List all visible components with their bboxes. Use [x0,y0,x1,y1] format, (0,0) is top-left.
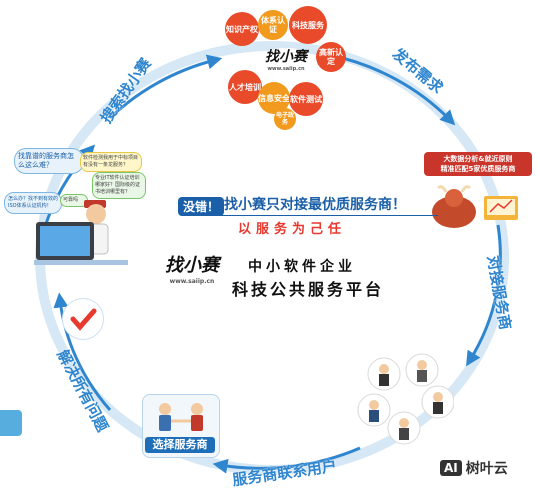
service-bubble: 高新认定 [316,42,346,72]
bigdata-banner: 大数据分析&就近原则 精准匹配5家优质服务商 [424,152,532,176]
center-divider [218,215,438,216]
platform-line1: 中小软件企业 [248,259,356,275]
provider-people-cluster [354,352,455,448]
platform-line2: 科技公共服务平台 [232,280,385,299]
service-bubble: 体系认证 [258,10,288,40]
service-bubble: 电子政务 [274,108,296,130]
select-provider-box: 选择服务商 [142,394,220,458]
center-logo: 找小赛 www.saiip.cn [160,254,224,294]
top-logo-text: 找小赛 [265,49,307,65]
center-logo-text: 找小赛 [165,255,219,276]
watermark-ai-icon: AI [440,460,462,476]
bigdata-line2: 精准匹配5家优质服务商 [440,165,516,173]
select-provider-tag: 选择服务商 [145,437,215,453]
handshake-icon [159,403,203,431]
top-logo-url: www.saiip.cn [267,66,305,72]
top-logo: 找小赛 www.saiip.cn [255,48,317,78]
service-bubble: 软件测试 [289,82,323,116]
checkmark-icon [62,298,104,340]
service-bubble: 科技服务 [289,6,327,44]
bigdata-line1: 大数据分析&就近原则 [443,155,513,163]
service-bubble: 人才培训 [228,70,262,104]
user-question-bubble: 专业IT软件认证培训哪家好？国际级的证书培训哪里有？ [92,172,146,199]
edge-widget [0,410,22,436]
center-badge: 没错！ [178,197,225,216]
watermark: AI 树叶云 [440,458,508,478]
bull-illustration [432,185,518,228]
user-question-bubble: 可靠吗 [60,194,88,207]
watermark-text: 树叶云 [465,461,508,477]
user-question-bubble: 找靠谱的服务商怎么这么难？ [14,148,84,174]
bigdata-panel: 大数据分析&就近原则 精准匹配5家优质服务商 [424,152,532,234]
laptop-person [34,200,128,265]
user-illustration: 找靠谱的服务商怎么这么难？ 软件检测我用于中标项目有没有一条龙服务？ 专业IT软… [4,130,146,275]
service-bubble: 知识产权 [225,12,259,46]
center-subline: 以服务为己任 [238,222,347,237]
center-headline: 找小赛只对接最优质服务商！ [224,197,406,213]
center-logo-url: www.saiip.cn [169,278,215,285]
user-question-bubble: 怎么办？找不到有效的ISO体系认证机构！ [4,192,62,214]
user-question-bubble: 软件检测我用于中标项目有没有一条龙服务？ [80,152,142,172]
